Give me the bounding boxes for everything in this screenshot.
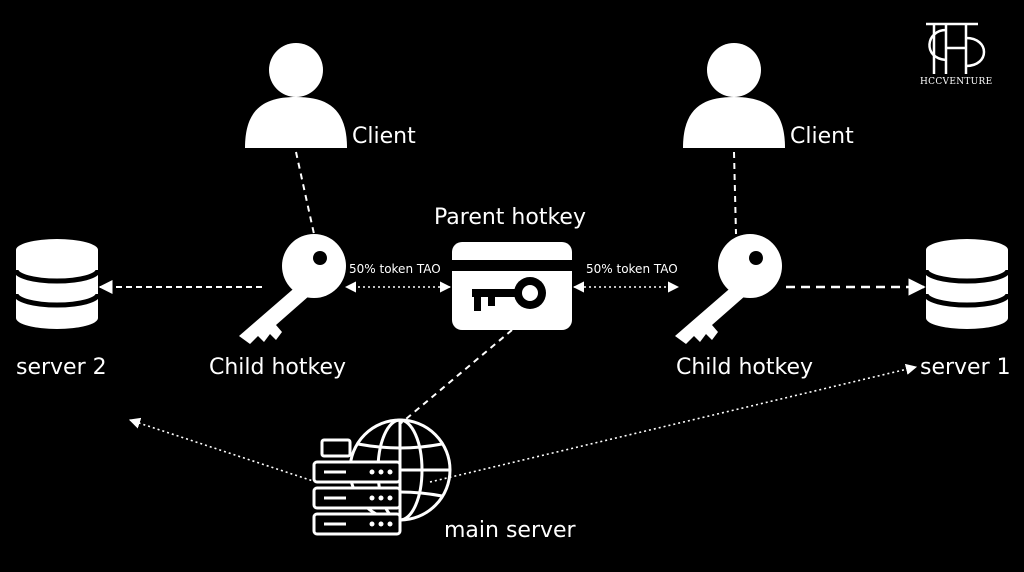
client-right-label: Client <box>790 124 854 149</box>
person-icon <box>683 43 785 148</box>
hccventure-logo <box>926 22 986 74</box>
person-icon <box>245 43 347 148</box>
server-1-label: server 1 <box>920 355 1011 380</box>
keycard-icon <box>452 242 572 330</box>
database-icon <box>923 239 1011 329</box>
child-hotkey-right-label: Child hotkey <box>676 355 814 380</box>
edge-main-server-to-server-1 <box>429 363 918 483</box>
key-icon <box>675 234 782 344</box>
edge-main-server-to-server-2 <box>128 417 317 483</box>
database-icon <box>13 239 101 329</box>
parent-hotkey-label: Parent hotkey <box>434 205 586 230</box>
share-right-label: 50% token TAO <box>586 262 678 276</box>
child-hotkey-left-label: Child hotkey <box>209 355 347 380</box>
edge-client-left-to-child-left <box>295 151 315 235</box>
main-server-label: main server <box>444 518 576 543</box>
server-rack-icon <box>312 438 402 536</box>
edge-client-right-to-child-right <box>733 151 737 235</box>
client-left-label: Client <box>352 124 416 149</box>
server-2-label: server 2 <box>16 355 107 380</box>
share-left-label: 50% token TAO <box>349 262 441 276</box>
key-icon <box>239 234 346 344</box>
logo-text: HCCVENTURE <box>920 77 993 87</box>
edge-parent-to-main-server <box>399 329 513 425</box>
